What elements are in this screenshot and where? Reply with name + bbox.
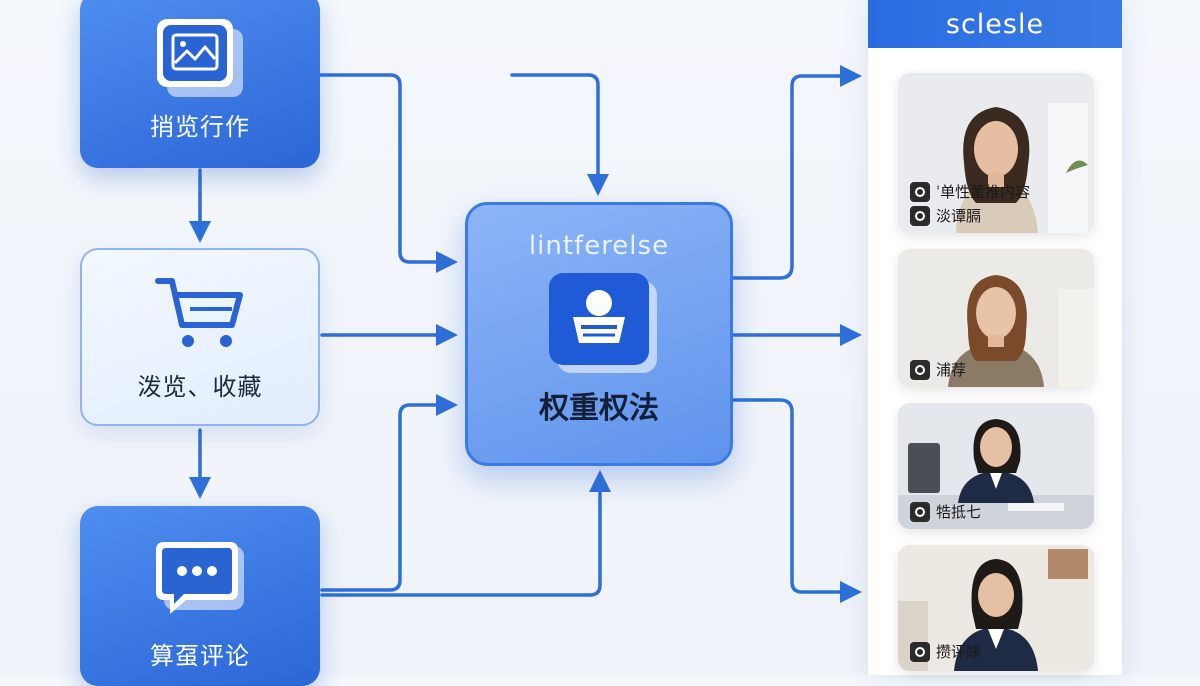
portrait-image — [898, 403, 1094, 529]
tag-icon — [910, 501, 930, 522]
chat-bubble-icon — [152, 538, 248, 626]
basket-icon — [549, 273, 649, 365]
card-tag: 牿抵七 — [910, 501, 981, 522]
comment-node[interactable]: 算虿评论 — [80, 506, 320, 686]
result-card[interactable]: 牿抵七 — [898, 403, 1094, 529]
hub-title: lintferelse — [528, 231, 670, 261]
portrait-image — [898, 249, 1094, 387]
cart-label: 泼览、收藏 — [137, 372, 263, 401]
card-tag: 淡谭膈 — [910, 205, 981, 226]
portrait-image — [898, 545, 1094, 671]
cart-node[interactable]: 泼览、收藏 — [80, 248, 320, 426]
image-icon — [157, 18, 243, 97]
tag-icon — [910, 205, 930, 226]
card-tag: ˈ单性董推内容 — [910, 181, 1030, 202]
results-panel: sclesle ˈ单性董推内容 淡谭膈 — [868, 0, 1122, 675]
panel-title: sclesle — [868, 0, 1122, 48]
hub-label: 权重权法 — [539, 391, 659, 426]
result-card[interactable]: 攒评睐 — [898, 545, 1094, 671]
portrait-image — [898, 73, 1094, 233]
result-card[interactable]: 浦荐 — [898, 249, 1094, 387]
shopping-cart-icon — [152, 273, 248, 357]
weighting-hub[interactable]: lintferelse 权重权法 — [465, 202, 733, 466]
list-icon — [910, 181, 930, 202]
browse-node[interactable]: 捎览行作 — [80, 0, 320, 168]
tag-icon — [910, 359, 930, 380]
card-tag: 攒评睐 — [910, 641, 981, 662]
result-card[interactable]: ˈ单性董推内容 淡谭膈 — [898, 73, 1094, 233]
card-tag: 浦荐 — [910, 359, 966, 380]
comment-label: 算虿评论 — [150, 642, 250, 670]
tag-icon — [910, 641, 930, 662]
browse-label: 捎览行作 — [150, 112, 250, 141]
